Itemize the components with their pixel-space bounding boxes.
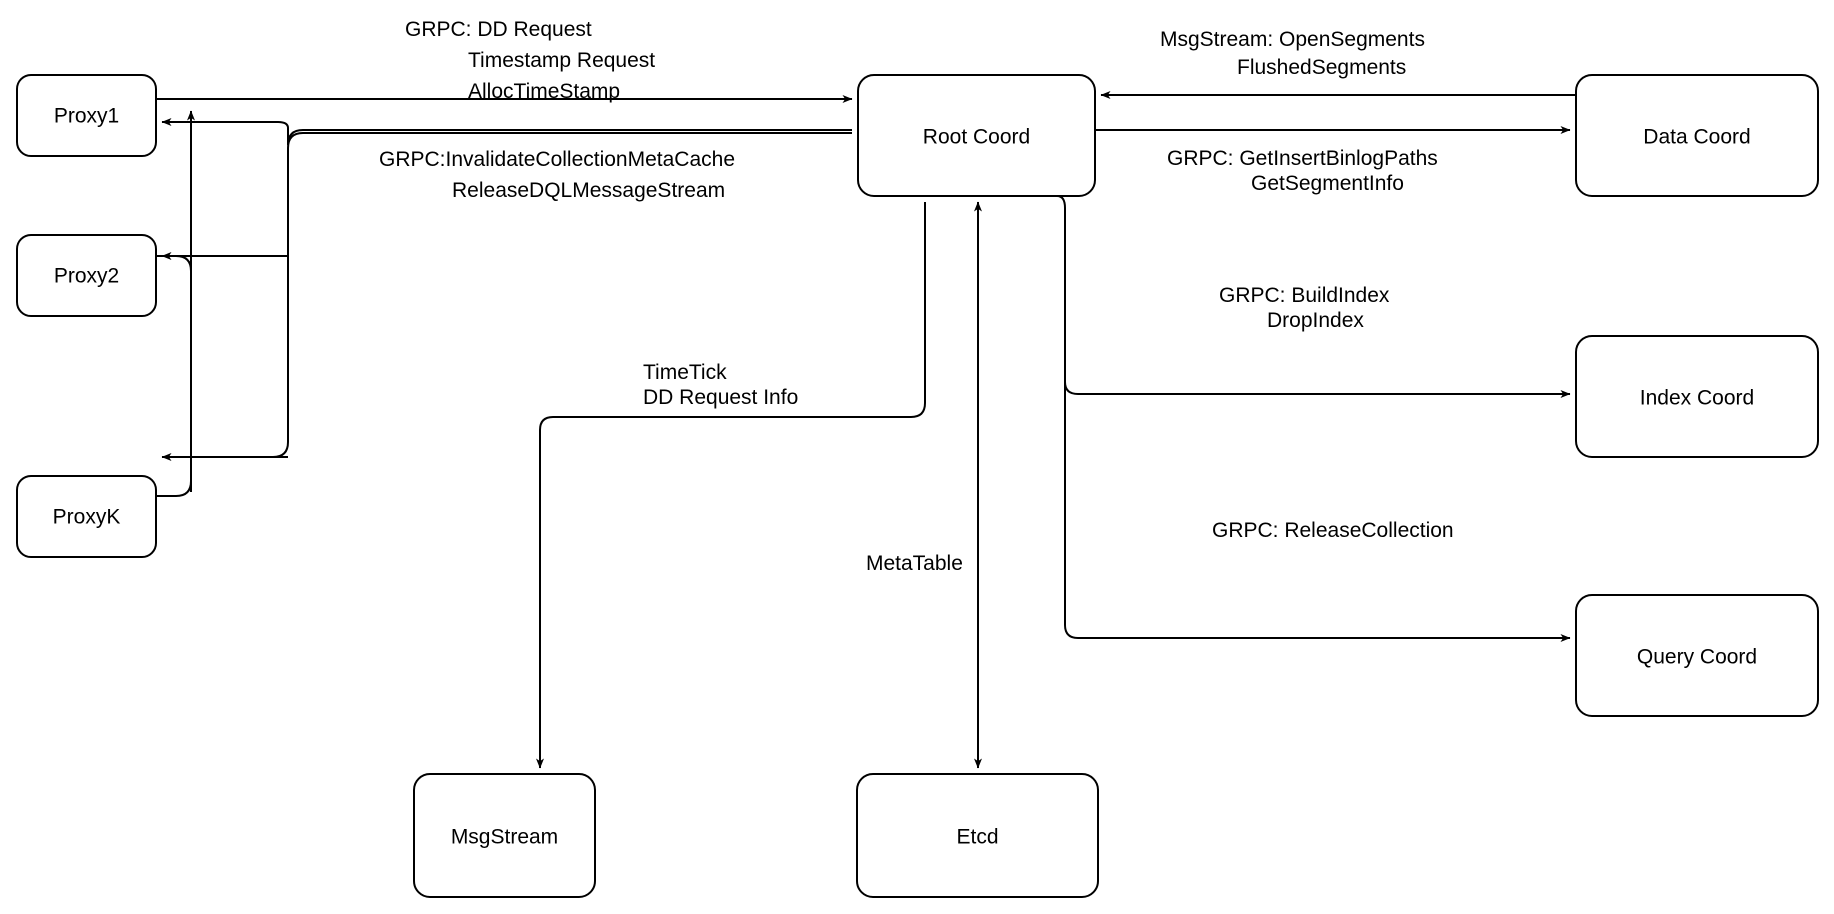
nodes-layer: Proxy1 Proxy2 ProxyK Root Coord Data Coo… xyxy=(16,74,1819,898)
edge-label-rootcoord-to-proxies: GRPC:InvalidateCollectionMetaCache Relea… xyxy=(379,148,741,202)
node-msgstream-label: MsgStream xyxy=(451,826,558,849)
node-querycoord[interactable]: Query Coord xyxy=(1575,594,1819,717)
edge-label-datacoord-to-rootcoord: MsgStream: OpenSegments FlushedSegments xyxy=(1160,28,1431,79)
node-querycoord-label: Query Coord xyxy=(1637,646,1757,669)
node-proxy2-label: Proxy2 xyxy=(54,265,119,288)
edge-label-rootcoord-to-querycoord: GRPC: ReleaseCollection xyxy=(1212,519,1454,542)
node-querycoord-shape[interactable] xyxy=(1575,594,1819,717)
node-proxyk-label: ProxyK xyxy=(53,506,121,529)
edge-label-rootcoord-to-msgstream: TimeTick DD Request Info xyxy=(643,361,798,409)
edge-label-proxies-to-rootcoord: GRPC: DD Request Timestamp Request Alloc… xyxy=(405,18,661,103)
node-msgstream[interactable]: MsgStream xyxy=(413,773,596,898)
node-proxyk-shape[interactable] xyxy=(16,475,157,558)
edges-layer xyxy=(156,91,1576,769)
edge-label-rootcoord-etcd: MetaTable xyxy=(866,552,963,575)
node-proxyk[interactable]: ProxyK xyxy=(16,475,157,558)
edge-proxyk-to-riser xyxy=(156,480,192,497)
edge-proxy2-to-riser xyxy=(156,250,192,272)
node-proxy2[interactable]: Proxy2 xyxy=(16,234,157,317)
edge-rootcoord-to-proxy1 xyxy=(161,118,852,146)
node-msgstream-shape[interactable] xyxy=(413,773,596,898)
node-indexcoord[interactable]: Index Coord xyxy=(1575,335,1819,458)
node-proxy1[interactable]: Proxy1 xyxy=(16,74,157,157)
edge-label-rootcoord-to-indexcoord: GRPC: BuildIndex DropIndex xyxy=(1219,284,1395,332)
node-proxy1-label: Proxy1 xyxy=(54,105,119,128)
node-datacoord[interactable]: Data Coord xyxy=(1575,74,1819,197)
node-rootcoord-label: Root Coord xyxy=(923,126,1030,149)
node-rootcoord-shape[interactable] xyxy=(857,74,1096,197)
node-datacoord-shape[interactable] xyxy=(1575,74,1819,197)
node-indexcoord-label: Index Coord xyxy=(1640,387,1754,410)
edge-rootcoord-to-msgstream xyxy=(536,202,926,769)
node-proxy2-shape[interactable] xyxy=(16,234,157,317)
node-datacoord-label: Data Coord xyxy=(1643,126,1750,149)
node-rootcoord[interactable]: Root Coord xyxy=(857,74,1096,197)
node-etcd[interactable]: Etcd xyxy=(856,773,1099,898)
node-etcd-label: Etcd xyxy=(956,826,998,849)
node-proxy1-shape[interactable] xyxy=(16,74,157,157)
edge-labels-layer: GRPC: DD Request Timestamp Request Alloc… xyxy=(379,18,1454,575)
node-indexcoord-shape[interactable] xyxy=(1575,335,1819,458)
edge-rootcoord-to-querycoord xyxy=(1064,208,1571,642)
edge-label-rootcoord-to-datacoord: GRPC: GetInsertBinlogPaths GetSegmentInf… xyxy=(1167,147,1444,195)
node-etcd-shape[interactable] xyxy=(856,773,1099,898)
